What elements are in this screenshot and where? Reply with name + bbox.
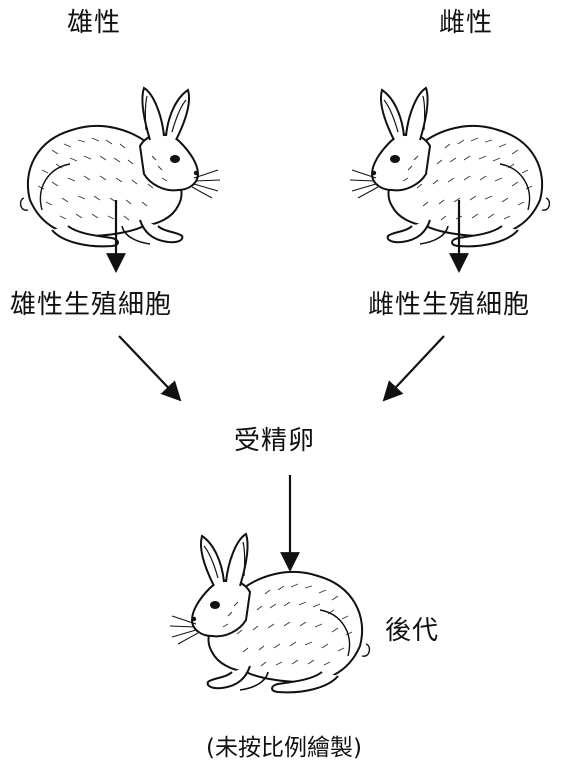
- female-label: 雌性: [439, 8, 494, 38]
- offspring-label: 後代: [385, 616, 440, 646]
- scale-note: (未按比例繪製): [206, 735, 362, 761]
- zygote-label: 受精卵: [234, 426, 316, 456]
- male-rabbit-illustration: [19, 87, 221, 248]
- female-rabbit-illustration: [349, 87, 551, 248]
- arrow-female-gamete-to-zygote: [382, 335, 445, 402]
- male-gamete-label: 雄性生殖細胞: [10, 290, 173, 320]
- arrow-male-gamete-to-zygote: [118, 335, 182, 402]
- offspring-rabbit-illustration: [169, 533, 371, 694]
- female-gamete-label: 雌性生殖細胞: [368, 290, 531, 320]
- male-label: 雄性: [67, 8, 122, 38]
